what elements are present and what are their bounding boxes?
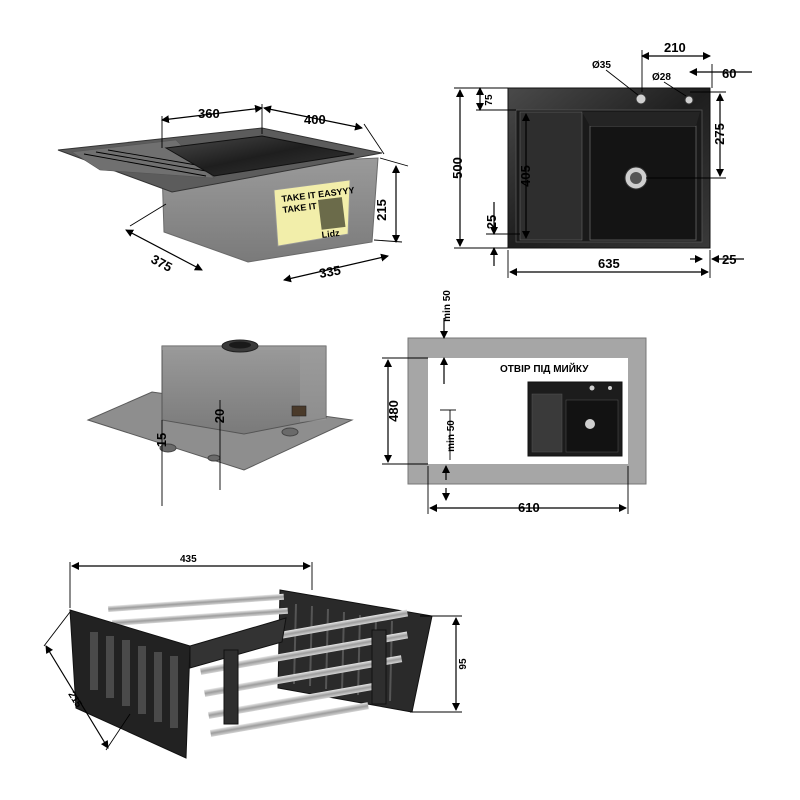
dim-top-25-right: 25 <box>722 252 736 267</box>
dim-iso-400: 400 <box>304 112 326 127</box>
dim-top-405: 405 <box>518 165 533 187</box>
dim-iso-360: 360 <box>198 106 220 121</box>
dim-top-d35: Ø35 <box>592 60 611 71</box>
cutout-title: ОТВІР ПІД МИЙКУ <box>500 362 589 375</box>
dim-top-635: 635 <box>598 256 620 271</box>
dim-top-d28: Ø28 <box>652 72 671 83</box>
basket-rods <box>107 593 409 737</box>
dim-cutout-610: 610 <box>518 500 540 515</box>
dim-side-15: 15 <box>154 433 169 447</box>
dim-top-75: 75 <box>484 94 495 106</box>
iso-view: TAKE IT EASYYY TAKE IT LIDZ! Lidz 360 40… <box>57 104 409 283</box>
iso-product-label: TAKE IT EASYYY TAKE IT LIDZ! Lidz <box>273 179 355 247</box>
basket-view: 435 215 95 <box>43 554 469 759</box>
dim-basket-95: 95 <box>458 658 469 670</box>
dim-cutout-480: 480 <box>386 400 401 422</box>
dim-side-20: 20 <box>212 409 227 423</box>
dim-basket-435: 435 <box>180 554 197 565</box>
iso-bowl-opening <box>164 135 355 177</box>
top-tap-hole-large <box>635 93 647 105</box>
dim-cutout-min50-left: min 50 <box>446 420 457 452</box>
dim-top-25-left: 25 <box>484 215 499 229</box>
dim-cutout-min50-top: min 50 <box>442 290 453 322</box>
label-brand: Lidz <box>321 228 341 240</box>
dim-top-275: 275 <box>712 123 727 145</box>
dim-top-60: 60 <box>722 66 736 81</box>
cutout-view: ОТВІР ПІД МИЙКУ min 50 480 min 50 610 <box>382 290 647 515</box>
dim-iso-375: 375 <box>149 251 175 274</box>
top-drainboard <box>519 111 583 241</box>
dim-top-210: 210 <box>664 40 686 55</box>
dim-iso-215: 215 <box>374 199 389 221</box>
top-tap-hole-small <box>684 95 694 105</box>
top-view: Ø35 Ø28 210 60 75 500 405 275 <box>450 40 752 278</box>
side-view: 15 20 <box>86 339 354 506</box>
dim-top-500: 500 <box>450 157 465 179</box>
dim-iso-335: 335 <box>318 262 342 281</box>
